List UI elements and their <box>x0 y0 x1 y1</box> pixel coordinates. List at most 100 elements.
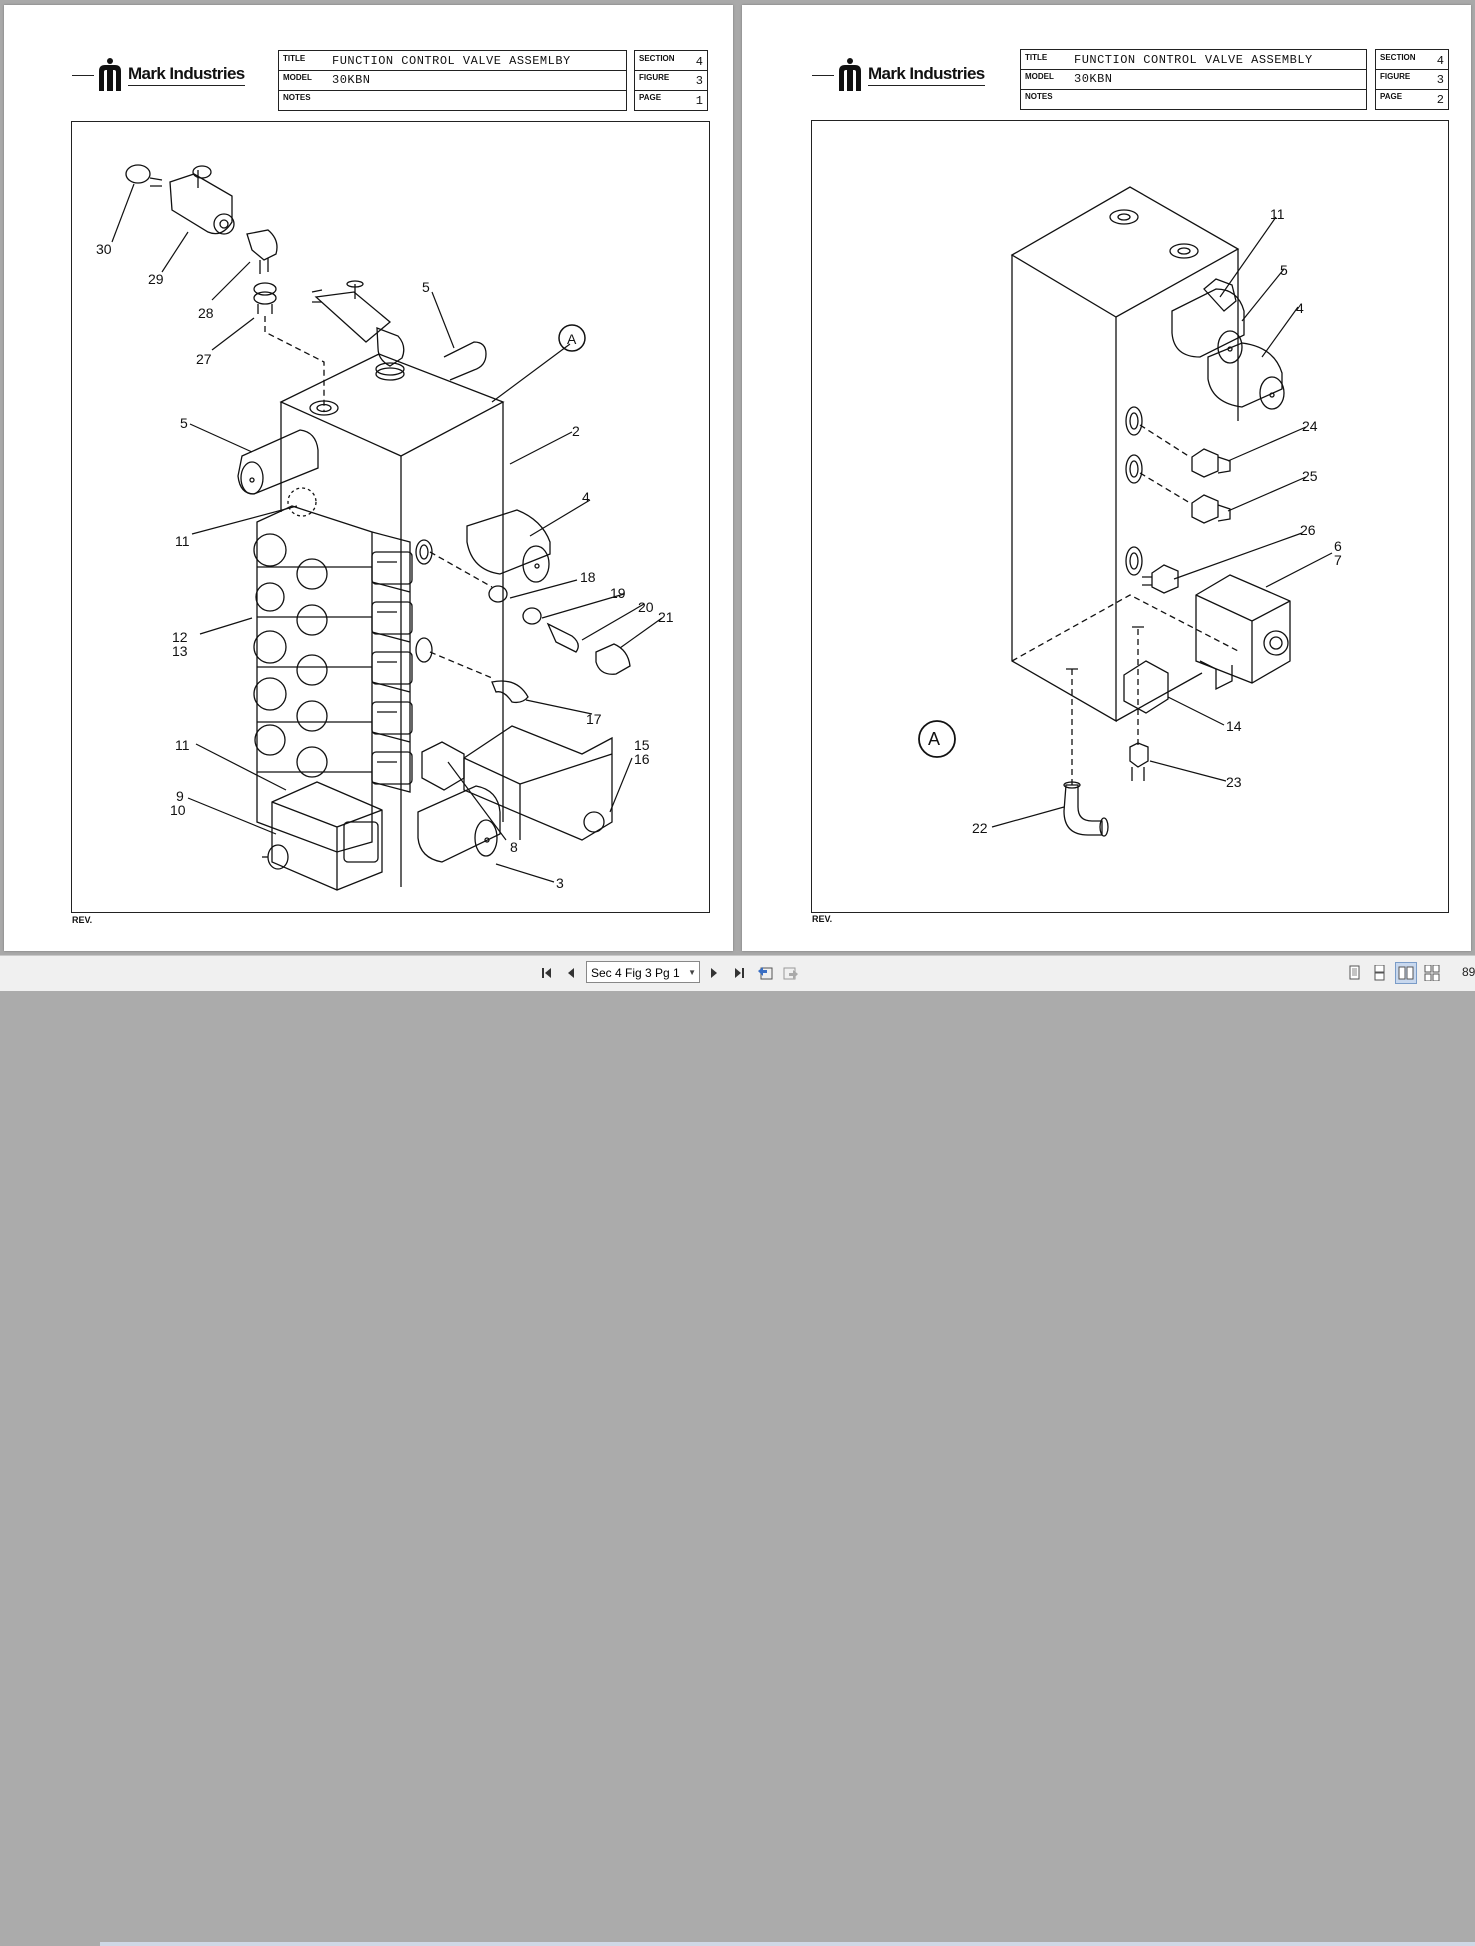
title-block: TITLE FUNCTION CONTROL VALVE ASSEMBLY MO… <box>1020 49 1367 110</box>
callout-2: 2 <box>572 423 580 439</box>
document-viewport[interactable]: Mark Industries TITLE FUNCTION CONTROL V… <box>0 0 1475 955</box>
callout-28: 28 <box>198 305 214 321</box>
page-label: PAGE <box>639 93 662 102</box>
callout-24: 24 <box>1302 418 1318 434</box>
revision-label: REV. <box>72 915 93 925</box>
page-2: Mark Industries TITLE FUNCTION CONTROL V… <box>742 5 1471 951</box>
callout-20: 20 <box>638 599 654 615</box>
doc-title: FUNCTION CONTROL VALVE ASSEMLBY <box>332 54 571 68</box>
page-1: Mark Industries TITLE FUNCTION CONTROL V… <box>4 5 733 951</box>
callout-8: 8 <box>510 839 518 855</box>
facing-icon <box>1398 966 1414 980</box>
doc-model: 30KBN <box>1074 72 1113 86</box>
last-page-button[interactable] <box>728 962 750 984</box>
callout-9: 9 <box>176 788 184 804</box>
brand-name: Mark Industries <box>128 64 245 86</box>
callout-16: 16 <box>634 751 650 767</box>
figure-label: FIGURE <box>1380 72 1411 81</box>
callout-10: 10 <box>170 802 186 818</box>
facing-view-button[interactable] <box>1395 962 1417 984</box>
callout-25: 25 <box>1302 468 1318 484</box>
title-label: TITLE <box>1025 53 1048 62</box>
callout-4: 4 <box>1296 300 1304 316</box>
callout-30: 30 <box>96 241 112 257</box>
model-label: MODEL <box>283 73 312 82</box>
doc-title: FUNCTION CONTROL VALVE ASSEMBLY <box>1074 53 1313 67</box>
continuous-view-button[interactable] <box>1368 962 1390 984</box>
first-page-button[interactable] <box>536 962 558 984</box>
callout-14: 14 <box>1226 718 1242 734</box>
brand-name: Mark Industries <box>868 64 985 86</box>
figure-value: 3 <box>1436 73 1444 87</box>
callout-11: 11 <box>1270 206 1285 222</box>
page-value: 2 <box>1436 93 1444 107</box>
callout-22: 22 <box>972 820 988 836</box>
callout-view-a: A <box>567 331 577 347</box>
chevron-down-icon: ▼ <box>688 968 696 977</box>
revision-label: REV. <box>812 914 833 924</box>
section-label: SECTION <box>639 54 675 63</box>
prev-page-icon <box>568 968 574 978</box>
continuous-facing-view-button[interactable] <box>1421 962 1443 984</box>
figure-value: 3 <box>695 74 703 88</box>
title-label: TITLE <box>283 54 306 63</box>
callout-4: 4 <box>582 489 590 505</box>
callout-12: 12 <box>172 629 188 645</box>
go-forward-icon <box>783 967 798 980</box>
next-page-icon <box>711 968 717 978</box>
title-block: TITLE FUNCTION CONTROL VALVE ASSEMLBY MO… <box>278 50 627 111</box>
callout-3: 3 <box>556 875 564 891</box>
valve-block-rear-illustration: 11 5 4 24 25 26 6 7 14 A 23 22 <box>918 186 1342 837</box>
section-value: 4 <box>695 55 703 69</box>
callout-19: 19 <box>610 585 626 601</box>
page-label: PAGE <box>1380 92 1403 101</box>
page-selector[interactable]: Sec 4 Fig 3 Pg 1 ▼ <box>586 961 700 983</box>
page-selector-value: Sec 4 Fig 3 Pg 1 <box>591 966 680 980</box>
figure-label: FIGURE <box>639 73 670 82</box>
callout-11-lower: 11 <box>175 737 190 753</box>
callout-5: 5 <box>1280 262 1288 278</box>
go-back-icon <box>758 967 773 980</box>
callout-18: 18 <box>580 569 596 585</box>
brand-logo: Mark Industries <box>72 57 245 93</box>
callout-5-left: 5 <box>180 415 188 431</box>
callout-23: 23 <box>1226 774 1242 790</box>
continuous-facing-icon <box>1424 965 1440 981</box>
page-value: 1 <box>695 94 703 108</box>
exploded-view-drawing-2: 11 5 4 24 25 26 6 7 14 A 23 22 <box>811 120 1449 913</box>
callout-15: 15 <box>634 737 650 753</box>
section-block: SECTION 4 FIGURE 3 PAGE 1 <box>634 50 708 111</box>
single-page-view-button[interactable] <box>1343 962 1365 984</box>
callout-27: 27 <box>196 351 212 367</box>
callout-13: 13 <box>172 643 188 659</box>
go-forward-button[interactable] <box>780 962 802 984</box>
notes-label: NOTES <box>283 93 311 102</box>
callout-11-upper: 11 <box>175 533 190 549</box>
callout-21: 21 <box>658 609 674 625</box>
mark-logo-icon <box>99 58 121 91</box>
go-back-button[interactable] <box>754 962 776 984</box>
navigation-toolbar: Sec 4 Fig 3 Pg 1 ▼ 89 <box>0 955 1475 1946</box>
zoom-level[interactable]: 89 <box>1462 965 1475 979</box>
callout-view-a: A <box>928 729 940 749</box>
brand-logo: Mark Industries <box>812 57 985 93</box>
section-value: 4 <box>1436 54 1444 68</box>
prev-page-button[interactable] <box>560 962 582 984</box>
exploded-view-drawing-1: 30 29 28 27 5 A 2 5 4 11 18 19 20 21 12 … <box>71 121 710 913</box>
section-label: SECTION <box>1380 53 1416 62</box>
doc-model: 30KBN <box>332 73 371 87</box>
callout-7: 7 <box>1334 552 1342 568</box>
callout-29: 29 <box>148 271 164 287</box>
horizontal-scrollbar[interactable] <box>100 1942 1475 1946</box>
model-label: MODEL <box>1025 72 1054 81</box>
next-page-button[interactable] <box>703 962 725 984</box>
callout-5-top: 5 <box>422 279 430 295</box>
callout-17: 17 <box>586 711 602 727</box>
valve-assembly-illustration: 30 29 28 27 5 A 2 5 4 11 18 19 20 21 12 … <box>96 164 674 891</box>
first-page-icon <box>542 968 551 978</box>
notes-label: NOTES <box>1025 92 1053 101</box>
section-block: SECTION 4 FIGURE 3 PAGE 2 <box>1375 49 1449 110</box>
mark-logo-icon <box>839 58 861 91</box>
single-page-icon <box>1349 965 1360 980</box>
callout-26: 26 <box>1300 522 1316 538</box>
